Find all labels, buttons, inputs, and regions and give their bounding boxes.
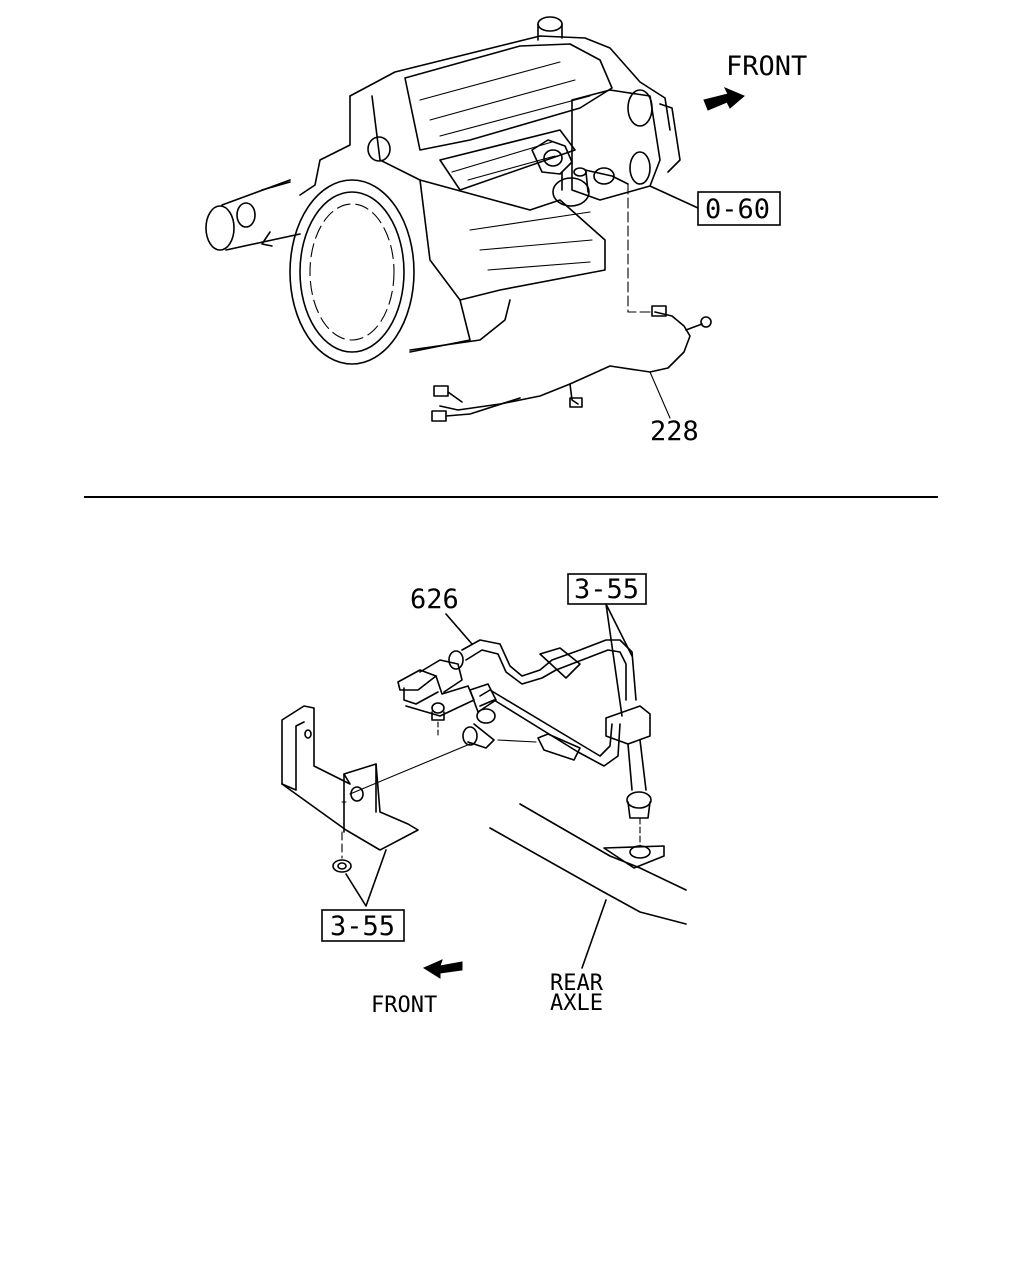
ref-leader-0-60 xyxy=(649,185,699,209)
part-number-626: 626 xyxy=(410,584,459,615)
ref-box-3-55-lower-text: 3-55 xyxy=(330,911,395,942)
ref-box-0-60 xyxy=(697,191,781,226)
part-number-228: 228 xyxy=(650,416,699,447)
ref-box-3-55-upper xyxy=(567,573,647,605)
ref-box-0-60-text: 0-60 xyxy=(705,194,770,225)
ref-box-3-55-lower xyxy=(321,909,405,942)
rear-axle-label-line1: REAR xyxy=(550,971,604,996)
front-arrow-bottom xyxy=(422,959,463,979)
engine-illustration xyxy=(205,16,681,365)
sensor-leader-line xyxy=(627,183,653,313)
front-arrow-top xyxy=(703,87,745,111)
front-label-top: FRONT xyxy=(726,51,807,82)
front-label-bottom: FRONT xyxy=(371,993,437,1018)
leader-626 xyxy=(445,613,473,645)
sensor-626-assembly xyxy=(349,639,652,847)
ref-box-3-55-upper-text: 3-55 xyxy=(574,574,639,605)
leader-3-55-upper xyxy=(605,603,633,717)
rear-axle-illustration xyxy=(489,803,687,969)
mounting-bracket xyxy=(281,705,419,907)
wiring-harness-228 xyxy=(431,305,712,422)
rear-axle-label-line2: AXLE xyxy=(550,991,603,1016)
